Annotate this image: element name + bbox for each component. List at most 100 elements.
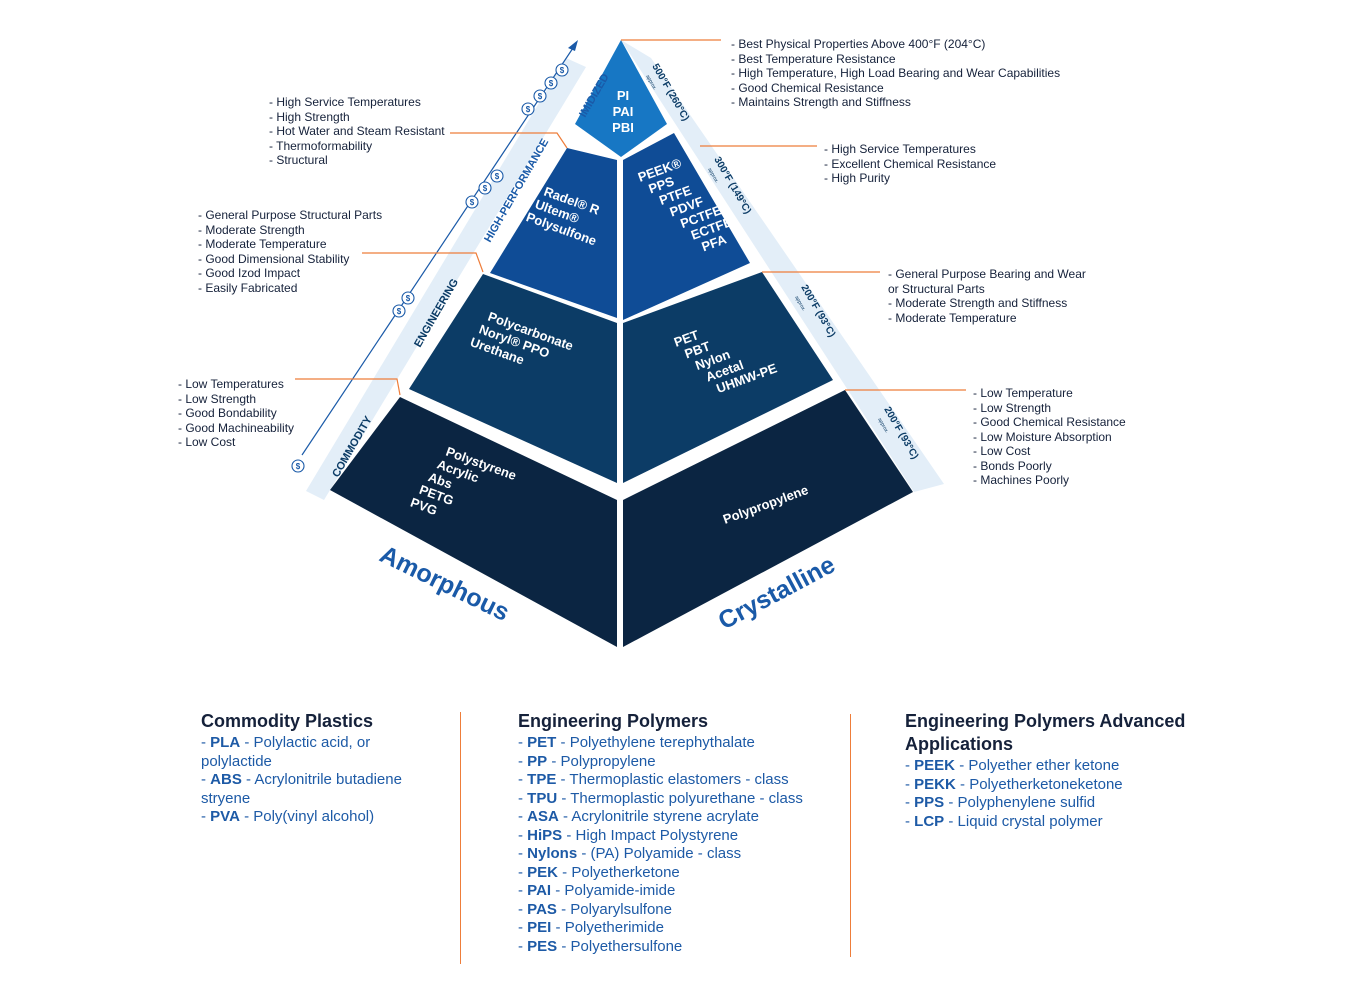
legend-desc: Polyphenylene sulfid — [957, 794, 1096, 811]
legend-advanced: Engineering Polymers Advanced Applicatio… — [905, 710, 1185, 831]
legend-desc: Polyamide-imide — [564, 882, 676, 899]
note-commodity-right: - Low Temperature- Low Strength- Good Ch… — [973, 386, 1126, 488]
dollar-coin-icon — [465, 195, 479, 209]
legend-abbr: PET — [527, 734, 557, 751]
note-line: - High Strength — [269, 109, 350, 124]
legend-desc: Polylactic acid, or — [253, 734, 371, 751]
note-line: - Good Dimensional Stability — [198, 251, 350, 266]
note-line: - High Purity — [824, 171, 891, 185]
legend-abbr: PAI — [527, 882, 552, 899]
dollar-coin-icon — [521, 102, 535, 116]
commodity-crystalline-block — [623, 390, 913, 647]
note-commodity-left: - Low Temperatures- Low Strength- Good B… — [178, 377, 294, 450]
legend-row: - HiPS - High Impact Polystyrene — [518, 826, 739, 844]
left-tier-band — [306, 58, 586, 500]
legend-desc: Polyether ether ketone — [968, 757, 1120, 774]
leader-commodity-left — [295, 378, 401, 396]
note-line: - Moderate Strength and Stiffness — [888, 296, 1068, 310]
note-line: - Moderate Temperature — [198, 237, 327, 251]
note-line: or Structural Parts — [888, 281, 985, 296]
legend-row: - TPU - Thermoplastic polyurethane - cla… — [518, 789, 803, 807]
note-highperf-right: - High Service Temperatures- Excellent C… — [824, 142, 996, 186]
note-line: - Low Moisture Absorption — [973, 429, 1112, 444]
legend-row: - ABS - Acrylonitrile butadiene — [201, 771, 402, 788]
legend-desc: Polyethylene terephythalate — [569, 734, 755, 751]
note-line: - Good Chemical Resistance — [973, 415, 1126, 429]
note-line: - Good Machineability — [178, 420, 295, 435]
legend-row: polylactide — [201, 753, 402, 772]
legend-row: - Nylons - (PA) Polyamide - class — [518, 845, 742, 862]
engineering-amorphous-block — [409, 274, 617, 483]
legend-abbr: LCP — [914, 812, 945, 830]
legend-abbr: TPU — [527, 789, 558, 807]
legend-engineering-title: Engineering Polymers — [518, 711, 709, 731]
legend-desc: Polypropylene — [560, 752, 656, 770]
note-line: - Best Temperature Resistance — [731, 51, 896, 66]
legend-row: - TPE - Thermoplastic elastomers - class — [518, 771, 789, 788]
dollar-sign-icon: $ — [406, 294, 411, 303]
note-engineering-left: - General Purpose Structural Parts - Mode… — [198, 208, 382, 295]
legend-row: - PEI - Polyetherimide — [518, 919, 664, 936]
legend-desc: Acrylonitrile butadiene — [254, 771, 402, 788]
leader-lines — [295, 39, 966, 396]
leader-engineering-left — [362, 252, 484, 273]
legend-abbr: PLA — [210, 734, 241, 751]
highperf-amorphous-block — [490, 148, 617, 318]
note-line: - Machines Poorly — [973, 473, 1070, 487]
dollar-coin-icon — [490, 169, 504, 183]
note-line: - General Purpose Structural Parts — [198, 208, 383, 222]
note-line: - Maintains Strength and Stiffness — [731, 95, 911, 109]
legend-abbr: PEI — [527, 919, 552, 936]
legend-desc: stryene — [201, 789, 251, 807]
legend-advanced-title-line2: Applications — [905, 734, 1014, 754]
note-line: - Good Izod Impact — [198, 266, 301, 280]
legend-row: - PLA - Polylactic acid, or — [201, 734, 371, 751]
legend-row: stryene — [201, 790, 402, 809]
note-line: - High Service Temperatures — [269, 95, 421, 109]
legend-advanced-title: Engineering Polymers Advanced — [905, 711, 1186, 731]
note-imidized: - Best Physical Properties Above 400°F (… — [731, 37, 1060, 110]
dollar-coin-icon — [392, 304, 406, 318]
legend-row: - PEK - Polyetherketone — [518, 863, 680, 881]
material-label: PAI — [613, 104, 634, 119]
note-line: - Low Cost — [973, 444, 1031, 458]
note-line: - Low Strength — [178, 391, 257, 406]
legend-desc: High Impact Polystyrene — [575, 826, 739, 844]
legend-commodity-title: Commodity Plastics — [201, 711, 374, 731]
note-line: - High Service Temperatures — [824, 142, 976, 156]
material-label: PI — [617, 88, 629, 103]
dollar-coin-icon — [291, 459, 305, 473]
legend-abbr: PVA — [210, 808, 240, 825]
legend-row: - PES - Polyethersulfone — [518, 937, 683, 955]
dollar-sign-icon: $ — [296, 462, 301, 471]
note-line: - Bonds Poorly — [973, 458, 1052, 473]
legend-desc: Polyethersulfone — [570, 937, 683, 955]
pyramid-diagram: $$$$$$$$$$ IMIDIZED HIGH-PERFORMANCE ENG… — [291, 39, 966, 647]
material-label: PBI — [612, 120, 634, 135]
legend-desc: Thermoplastic polyurethane - class — [570, 789, 803, 807]
legend-desc: Polyetherketone — [571, 863, 680, 881]
legend-desc: Liquid crystal polymer — [957, 812, 1103, 830]
note-line: - Easily Fabricated — [198, 280, 298, 295]
note-line: - Low Strength — [973, 400, 1052, 415]
dollar-sign-icon: $ — [538, 92, 543, 101]
dollar-coin-icon — [533, 89, 547, 103]
note-line: - Moderate Temperature — [888, 310, 1017, 325]
legend-abbr: Nylons — [527, 845, 578, 862]
legend-desc: Thermoplastic elastomers - class — [569, 771, 789, 788]
dollar-sign-icon: $ — [397, 307, 402, 316]
legend-abbr: PP — [527, 752, 548, 770]
note-line: - Good Chemical Resistance — [731, 80, 884, 95]
note-line: - Excellent Chemical Resistance — [824, 156, 997, 171]
dollar-sign-icon: $ — [560, 66, 565, 75]
legend-abbr: PEKK — [914, 775, 956, 793]
note-highperf-left: - High Service Temperatures- High Streng… — [269, 95, 445, 168]
imidized-tier — [575, 40, 667, 157]
legend-desc: polylactide — [201, 752, 272, 770]
legend-advanced-list: - PEEK - Polyether ether ketone- PEKK - … — [905, 757, 1185, 831]
note-line: - Structural — [269, 153, 328, 167]
dollar-coin-icon — [401, 291, 415, 305]
dollar-sign-icon: $ — [495, 172, 500, 181]
right-tier-band — [621, 40, 944, 492]
